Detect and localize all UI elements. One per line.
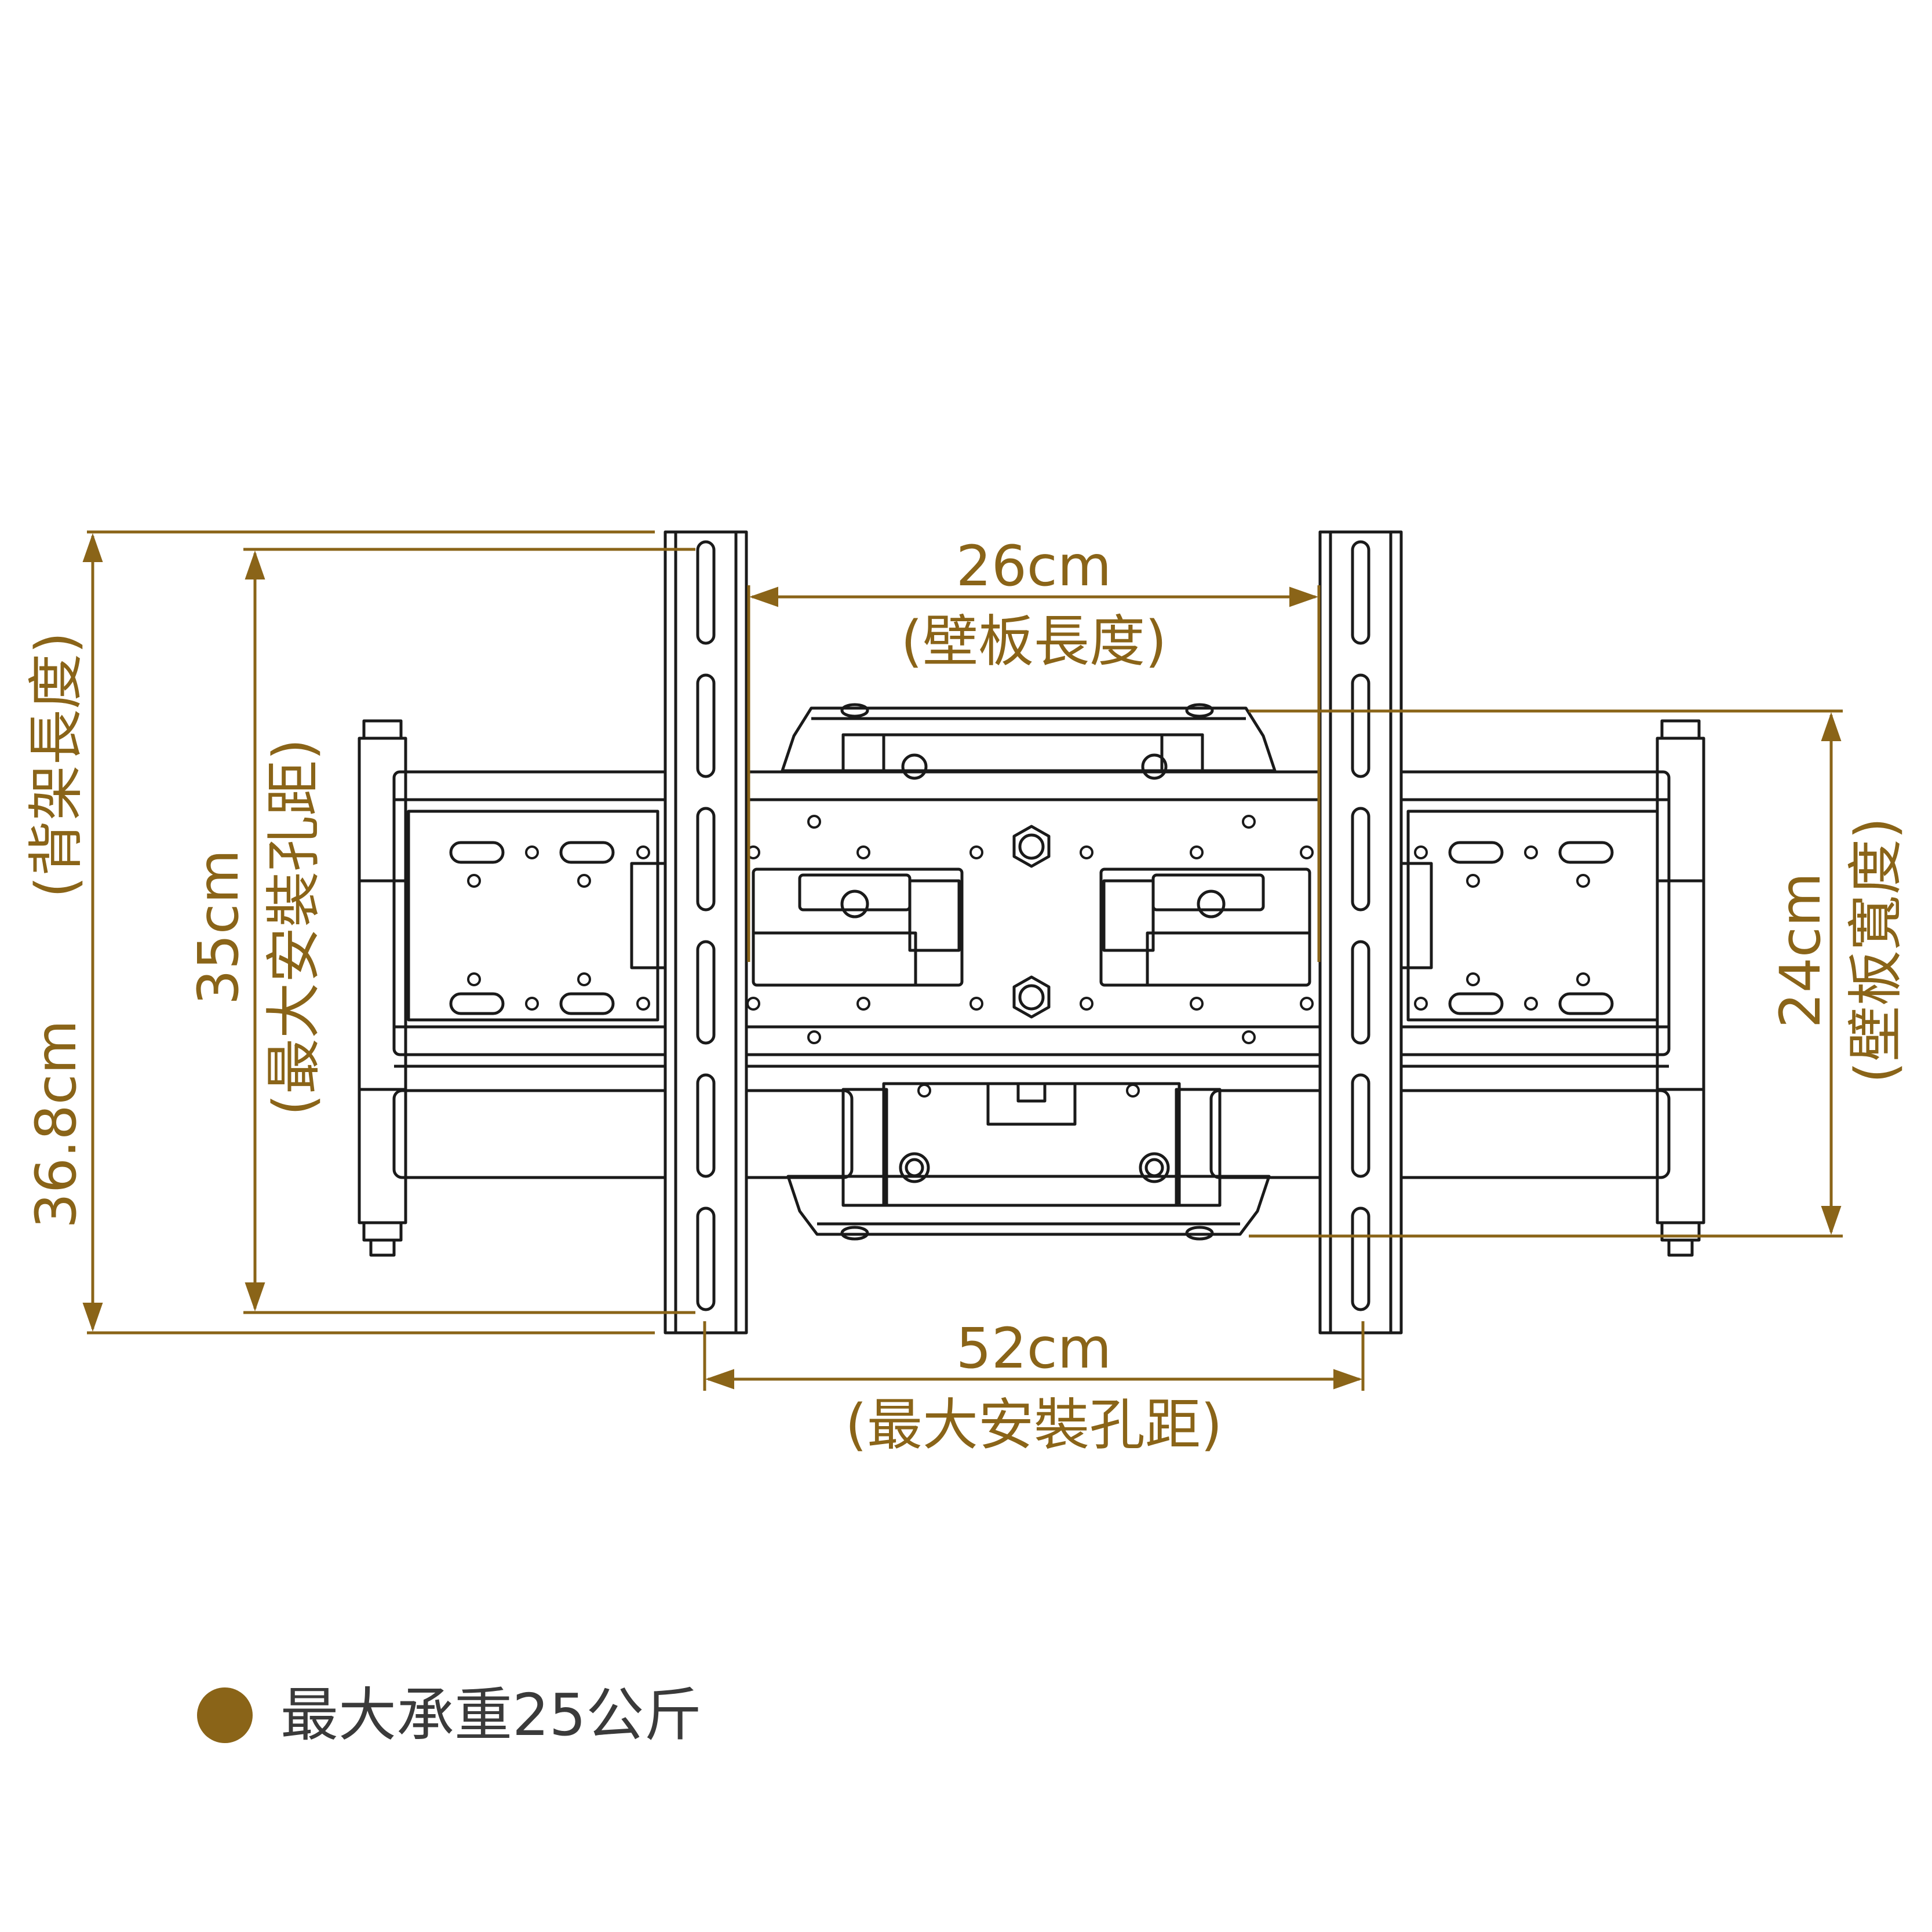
wall-plate-width-value: 24cm bbox=[1768, 873, 1833, 1028]
left-end-post bbox=[358, 737, 407, 1224]
max-mount-hole-height-value: 35cm bbox=[186, 850, 251, 1005]
right-vertical-bracket bbox=[1318, 530, 1403, 1335]
back-frame-length-value: 36.8cm bbox=[24, 1020, 89, 1229]
max-load-text: 最大承重25公斤 bbox=[280, 1681, 702, 1749]
right-end-post bbox=[1656, 737, 1705, 1224]
left-vesa-plate bbox=[407, 810, 659, 1022]
left-vertical-bracket bbox=[664, 530, 748, 1335]
tv-wall-mount-drawing bbox=[358, 530, 1705, 1335]
horizontal-main-rail bbox=[392, 770, 1671, 1056]
center-bolt-lower bbox=[1012, 975, 1051, 1019]
right-lower-arm bbox=[1209, 1089, 1671, 1179]
wall-plate-length-value: 26cm bbox=[956, 534, 1111, 599]
wall-plate-width-label: (壁板寬度) bbox=[1843, 818, 1908, 1084]
wall-plate-length-label: (壁板長度) bbox=[901, 609, 1167, 674]
max-mount-hole-width-label: (最大安裝孔距) bbox=[845, 1393, 1223, 1457]
center-bolt-upper bbox=[1012, 825, 1051, 868]
left-lower-arm bbox=[392, 1089, 854, 1179]
dimension-labels: 26cm (壁板長度) 52cm (最大安裝孔距) 36.8cm (背架長度) … bbox=[24, 534, 1908, 1457]
filled-circle-icon bbox=[197, 1687, 253, 1743]
right-vesa-plate bbox=[1406, 810, 1659, 1022]
bracket-slots bbox=[696, 540, 1370, 1311]
max-load-note: 最大承重25公斤 bbox=[197, 1681, 702, 1750]
dimension-annotations bbox=[82, 530, 1843, 1391]
max-mount-hole-width-value: 52cm bbox=[956, 1316, 1111, 1381]
plate-bolts bbox=[840, 753, 1226, 1183]
back-frame-length-label: (背架長度) bbox=[24, 632, 89, 898]
max-mount-hole-height-label: (最大安裝孔距) bbox=[261, 739, 326, 1116]
